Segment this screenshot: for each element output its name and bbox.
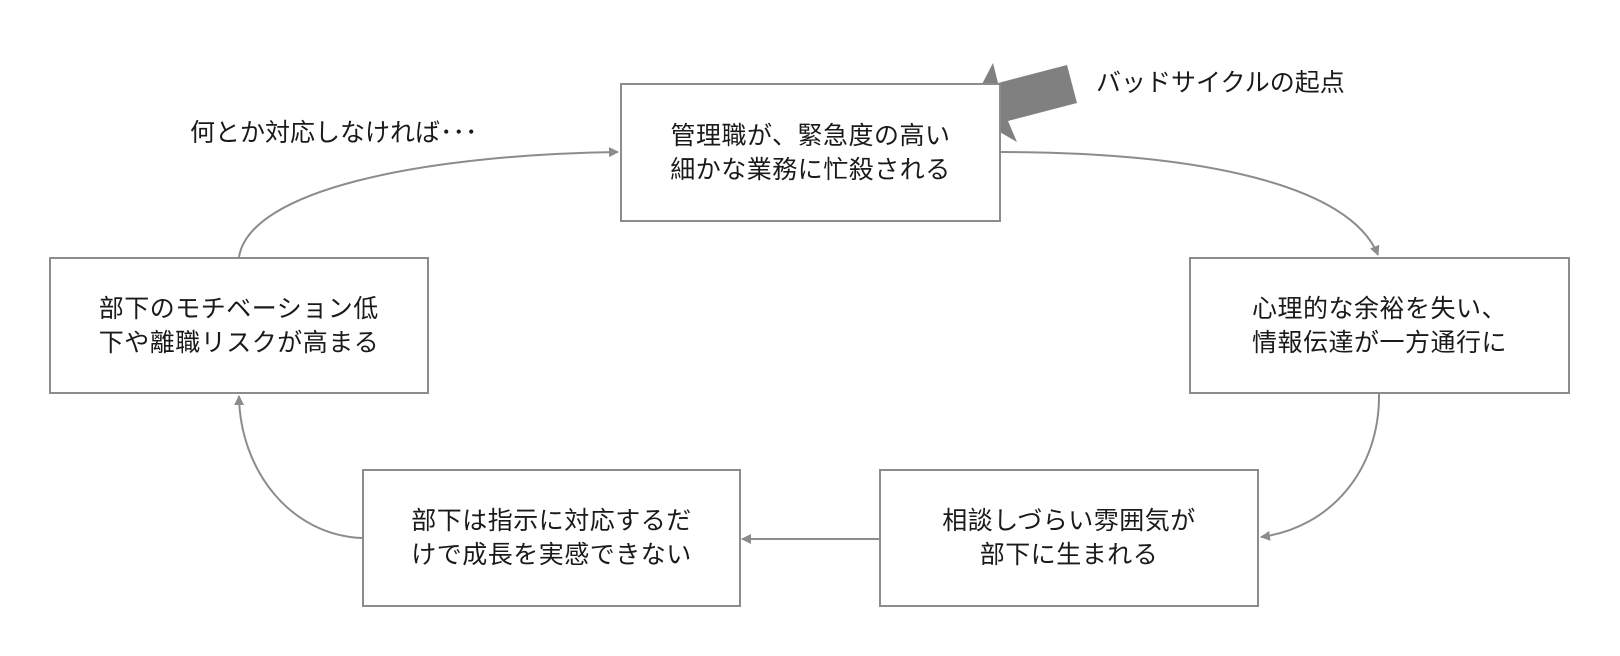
edge-label-must-respond: 何とか対応しなければ･･･ [190, 118, 478, 147]
node-hard-to-consult: 相談しづらい雰囲気が 部下に生まれる [879, 469, 1259, 607]
node-text: 相談しづらい雰囲気が 部下に生まれる [942, 506, 1196, 569]
edge-n4-n5 [234, 395, 363, 539]
start-marker-label: バッドサイクルの起点 [1096, 68, 1345, 97]
node-text: 管理職が、緊急度の高い 細かな業務に忙殺される [670, 120, 951, 184]
node-manager-overloaded: 管理職が、緊急度の高い 細かな業務に忙殺される [620, 83, 1001, 222]
node-text: 部下のモチベーション低 下や離職リスクが高まる [98, 293, 380, 357]
edge-n2-n3 [1260, 393, 1381, 541]
edge-n5-n1 [238, 147, 619, 258]
node-text: 心理的な余裕を失い、 情報伝達が一方通行に [1251, 293, 1507, 357]
edge-n1-n2 [999, 151, 1380, 256]
node-text: 部下は指示に対応するだ けで成長を実感できない [411, 506, 692, 569]
node-one-way-communication: 心理的な余裕を失い、 情報伝達が一方通行に [1189, 257, 1570, 394]
node-no-growth: 部下は指示に対応するだ けで成長を実感できない [362, 469, 741, 607]
node-motivation-drop: 部下のモチベーション低 下や離職リスクが高まる [49, 257, 429, 394]
